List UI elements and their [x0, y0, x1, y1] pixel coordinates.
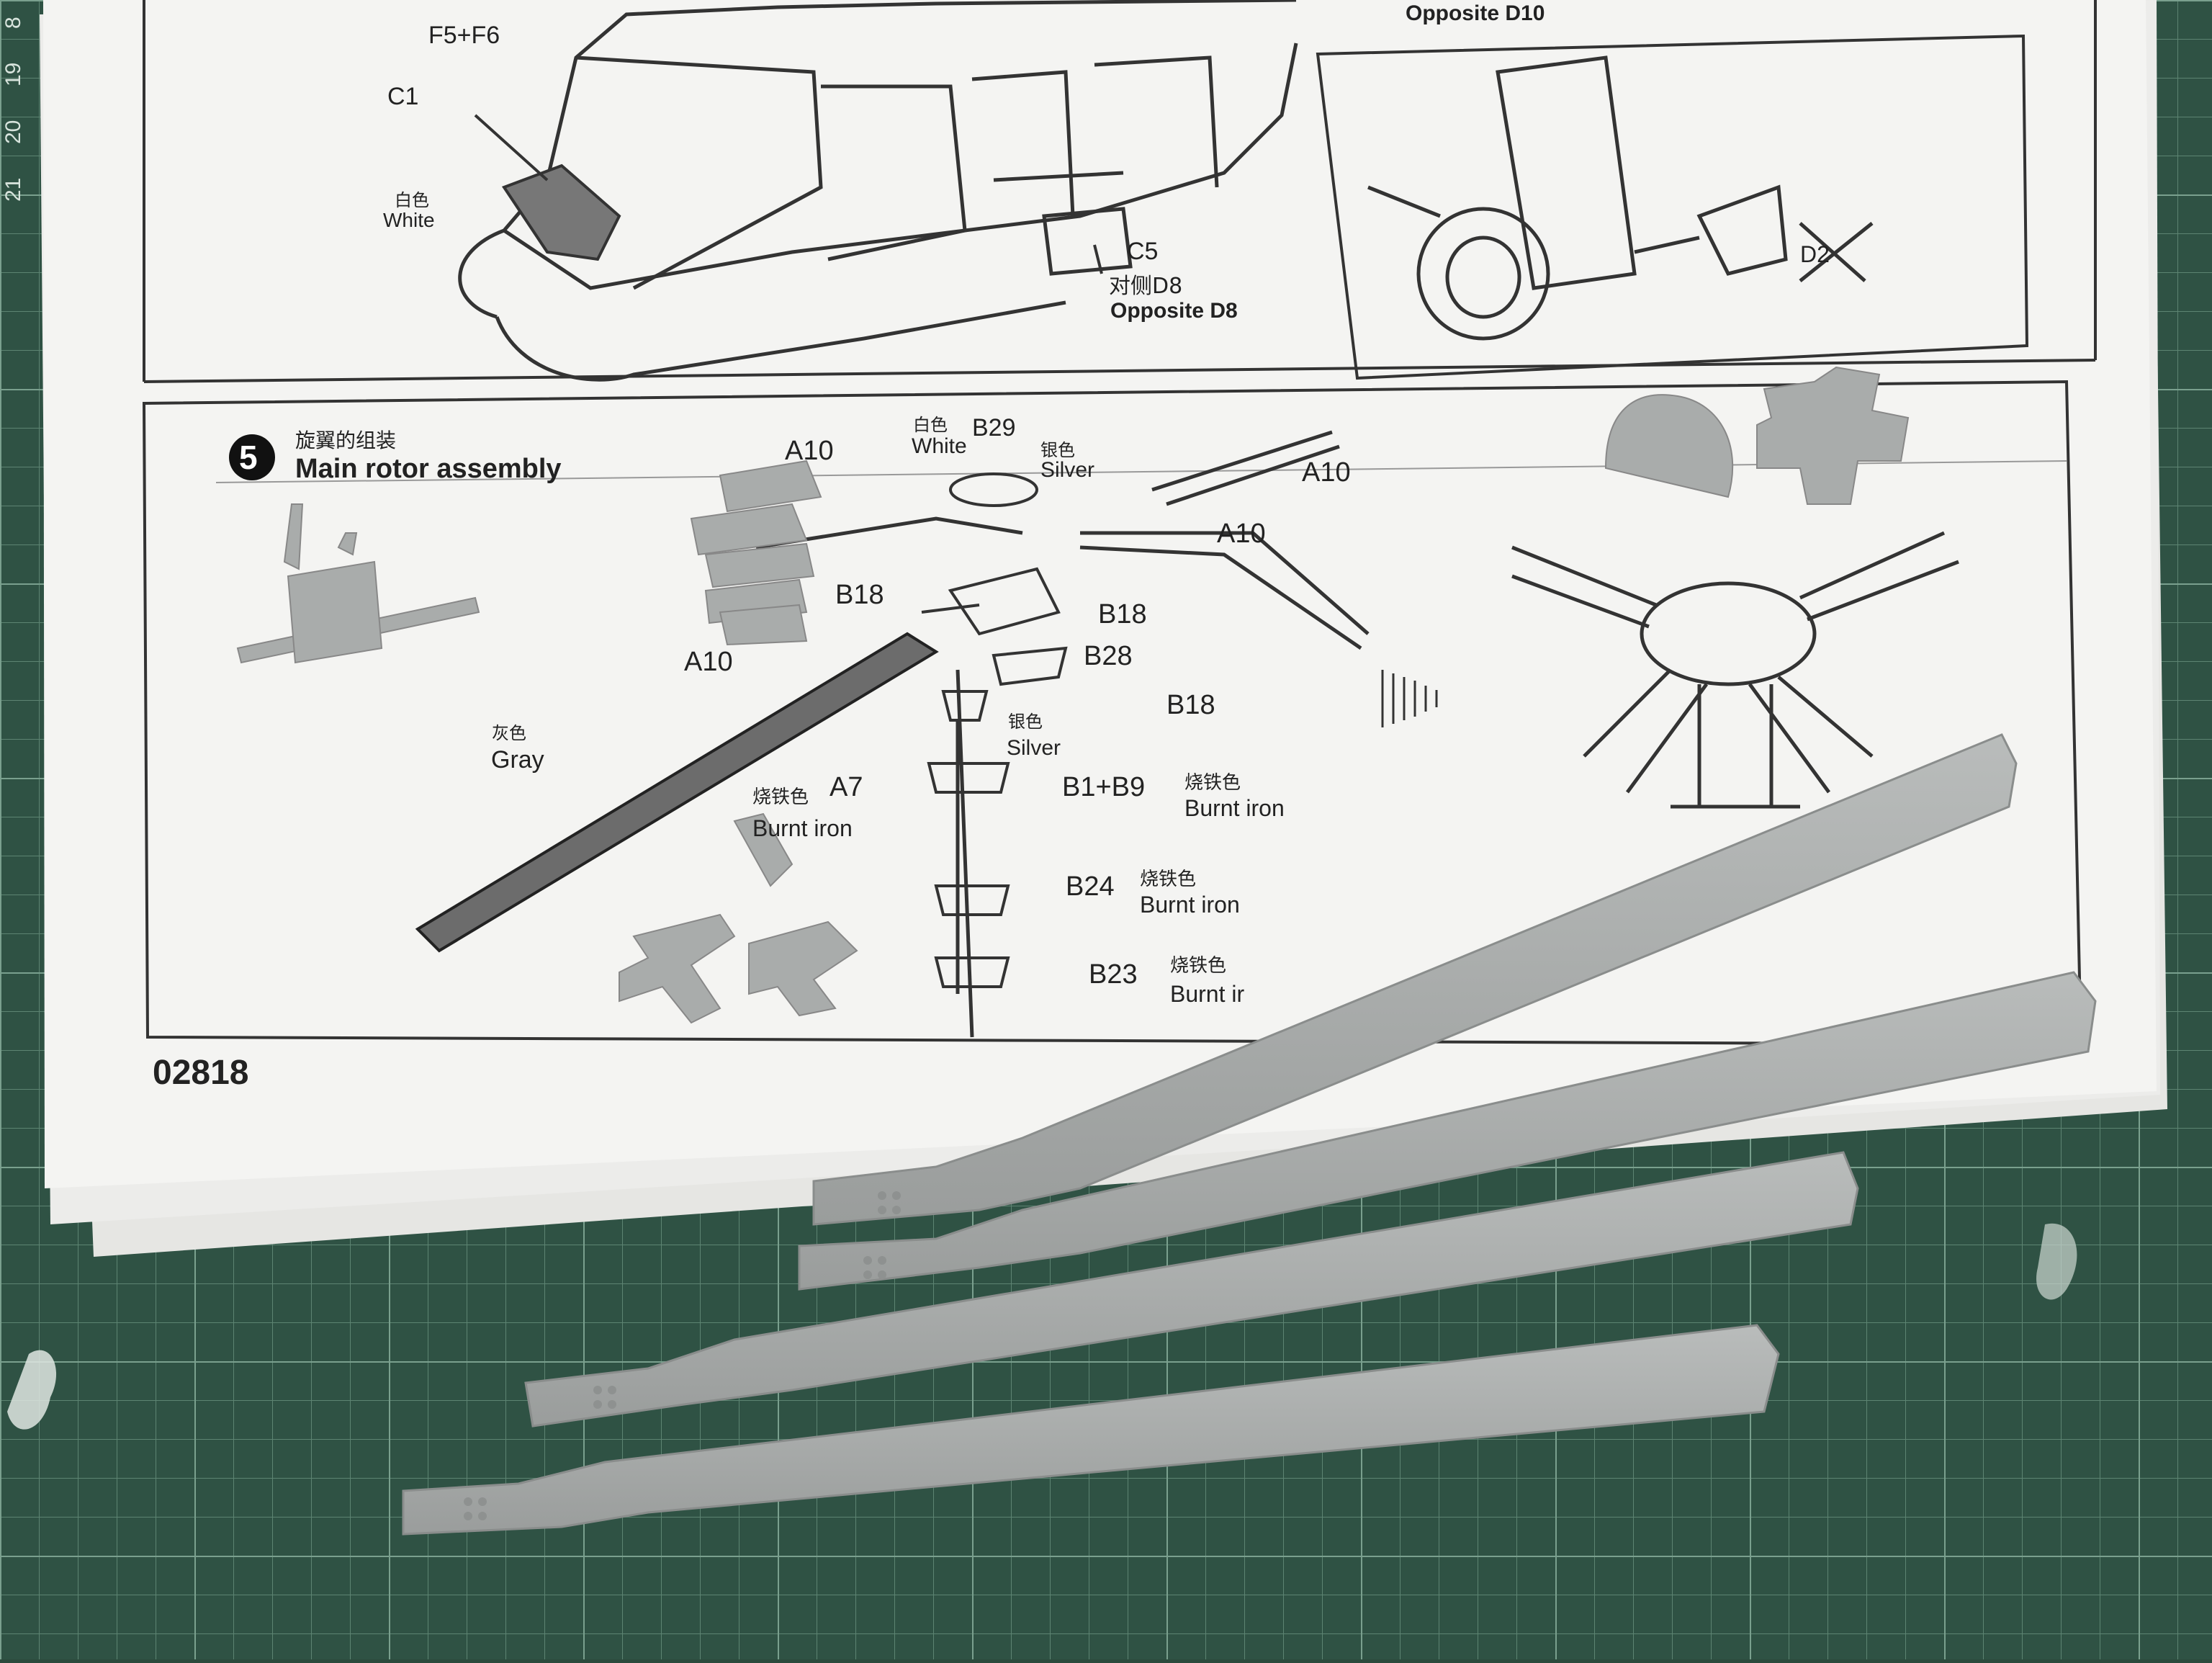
step-number: 5 — [239, 439, 258, 476]
rotor-diagram — [755, 430, 1370, 1038]
glue-spot-2 — [2036, 1223, 2077, 1300]
label-silver-cn-1: 银色 — [1040, 440, 1075, 460]
label-a10-top: A10 — [785, 436, 834, 466]
label-burnt-cn-3: 烧铁色 — [1140, 869, 1197, 890]
glue-spot — [7, 1350, 57, 1430]
label-a10-right-upper: A10 — [1302, 457, 1351, 488]
mat-ruler-8: 8 — [1, 17, 25, 29]
arrow-c1 — [474, 114, 549, 181]
label-burnt-3: Burnt iron — [1140, 892, 1240, 918]
label-burnt-cn-1: 烧铁色 — [752, 786, 809, 808]
label-d2: D2 — [1800, 241, 1830, 267]
tail-fin-drawing — [1367, 55, 1874, 341]
blade-1 — [812, 733, 2018, 1226]
mat-ruler-20: 20 — [1, 120, 25, 144]
label-silver-2: Silver — [1007, 736, 1061, 760]
label-burnt-cn-4: 烧铁色 — [1170, 955, 1227, 977]
label-gray-cn: 灰色 — [492, 723, 526, 743]
label-b28: B28 — [1084, 641, 1133, 671]
label-white-top: White — [383, 209, 435, 231]
label-b18-left: B18 — [835, 580, 884, 610]
blade-4 — [402, 1324, 1780, 1536]
blade-3 — [524, 1151, 1859, 1427]
label-b29: B29 — [972, 414, 1016, 441]
label-f5f6: F5+F6 — [428, 22, 500, 49]
label-a10-right: A10 — [1217, 519, 1266, 549]
step-title-en: Main rotor assembly — [295, 454, 562, 484]
label-opposite-d8: Opposite D8 — [1110, 299, 1238, 323]
step-number-badge — [229, 434, 275, 480]
label-silver-1: Silver — [1040, 458, 1095, 482]
label-b23: B23 — [1089, 959, 1138, 990]
sheet-code: 02818 — [153, 1054, 249, 1092]
label-a7: A7 — [830, 772, 863, 802]
gray-blade-drawing — [415, 632, 939, 953]
label-a10-left: A10 — [684, 647, 733, 677]
label-white-cn: 白色 — [913, 415, 948, 435]
label-d8-cn: 对侧D8 — [1109, 274, 1183, 299]
hub-diagram-parts — [921, 472, 1068, 988]
mat-ruler-19: 19 — [1, 62, 25, 86]
label-gray: Gray — [491, 746, 544, 774]
blade-2 — [798, 971, 2097, 1291]
label-burnt-2: Burnt iron — [1184, 795, 1285, 821]
step-title-cn: 旋翼的组装 — [295, 429, 397, 452]
label-b24: B24 — [1066, 871, 1115, 902]
label-c1: C1 — [387, 83, 419, 110]
label-b18-right: B18 — [1098, 599, 1147, 629]
label-white: White — [912, 434, 967, 458]
label-b1b9: B1+B9 — [1062, 772, 1146, 802]
plastic-parts — [236, 366, 1910, 1024]
direction-arrow — [1381, 670, 1438, 727]
label-burnt-4: Burnt ir — [1170, 981, 1245, 1007]
blade-root-details — [464, 1191, 901, 1520]
helicopter-fuselage-drawing — [458, 0, 1298, 382]
label-c5: C5 — [1127, 238, 1159, 265]
label-b18-lower: B18 — [1166, 690, 1215, 720]
label-silver-cn-2: 银色 — [1008, 712, 1043, 732]
assembled-hub-drawing — [1511, 531, 1959, 809]
windshield-shaded — [501, 163, 621, 261]
label-opposite-d10: Opposite D10 — [1406, 1, 1545, 25]
rotor-blades — [402, 733, 2097, 1536]
mat-ruler-21: 21 — [1, 177, 25, 202]
tail-inset-frame — [1316, 34, 2029, 380]
label-white-cn-top: 白色 — [395, 190, 429, 210]
label-burnt-cn-2: 烧铁色 — [1184, 772, 1241, 794]
arrow-c5 — [1093, 244, 1103, 274]
label-burnt-1: Burnt iron — [752, 815, 853, 841]
